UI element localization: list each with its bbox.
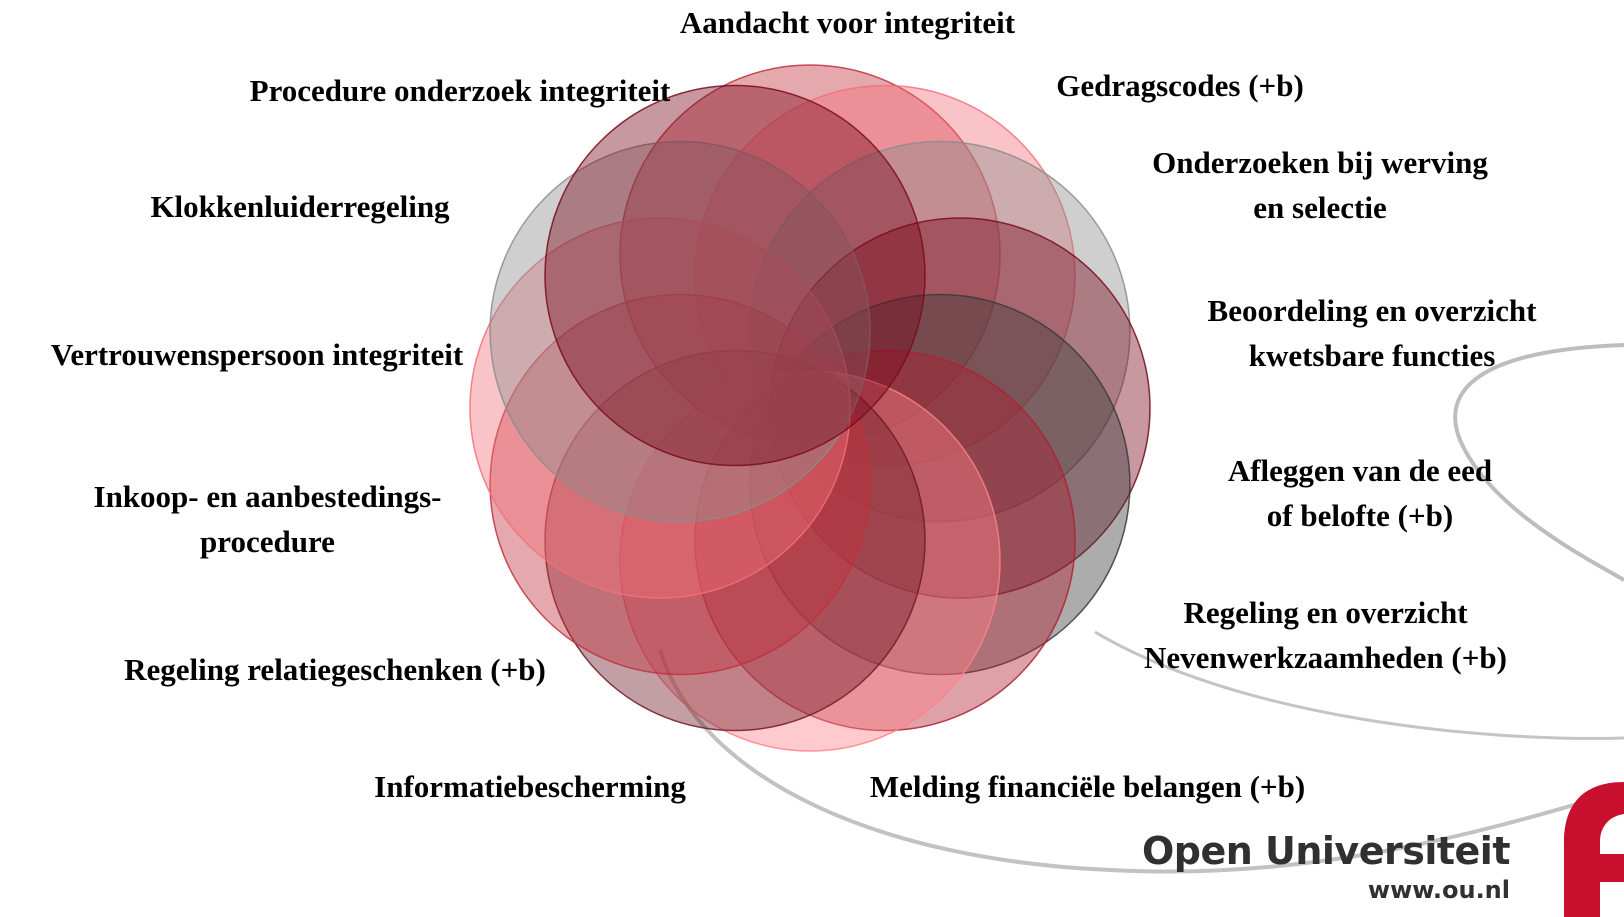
- petal-circle: [489, 140, 871, 523]
- label-regeling-relatiegeschenken: Regeling relatiegeschenken (+b): [124, 652, 546, 687]
- petal-circle: [544, 349, 926, 732]
- label-procedure-onderzoek-integriteit: Procedure onderzoek integriteit: [249, 73, 671, 108]
- logo-mark: [1564, 782, 1624, 917]
- label-melding-financiele-belangen: Melding financiële belangen (+b): [869, 769, 1306, 804]
- label-regeling-nevenwerkzaamheden: Regeling en overzicht Nevenwerkzaamheden…: [1144, 595, 1507, 675]
- petal-circle: [619, 370, 1001, 752]
- petal-group: [469, 64, 1151, 752]
- open-universiteit-logo-icon: [1564, 782, 1624, 917]
- petal-circle: [769, 217, 1151, 599]
- label-onderzoeken-werving-selectie: Onderzoeken bij werving en selectie: [1152, 145, 1488, 225]
- label-beoordeling-kwetsbare-functies: Beoordeling en overzicht kwetsbare funct…: [1207, 293, 1537, 373]
- decorative-swoosh: [1094, 630, 1624, 740]
- brand-name: Open Universiteit: [1141, 829, 1511, 873]
- label-inkoop-aanbestedingsprocedure: Inkoop- en aanbestedings- procedure: [93, 479, 442, 559]
- label-aandacht-voor-integriteit: Aandacht voor integriteit: [679, 5, 1016, 40]
- petal-circle: [694, 349, 1076, 732]
- petal-circle: [694, 84, 1076, 467]
- petal-circle: [489, 293, 871, 676]
- petal-circle: [619, 64, 1001, 446]
- label-klokkenluiderregeling: Klokkenluiderregeling: [150, 189, 450, 224]
- label-informatiebescherming: Informatiebescherming: [374, 769, 686, 804]
- decorative-swoosh: [658, 649, 1624, 874]
- label-gedragscodes: Gedragscodes (+b): [1056, 68, 1304, 103]
- decorative-swoosh: [1453, 343, 1624, 582]
- label-afleggen-eed-belofte: Afleggen van de eed of belofte (+b): [1227, 453, 1493, 533]
- label-vertrouwenspersoon-integriteit: Vertrouwenspersoon integriteit: [50, 337, 464, 372]
- petal-circle: [469, 217, 851, 599]
- petal-circle: [544, 84, 926, 467]
- brand-url: www.ou.nl: [1367, 876, 1510, 904]
